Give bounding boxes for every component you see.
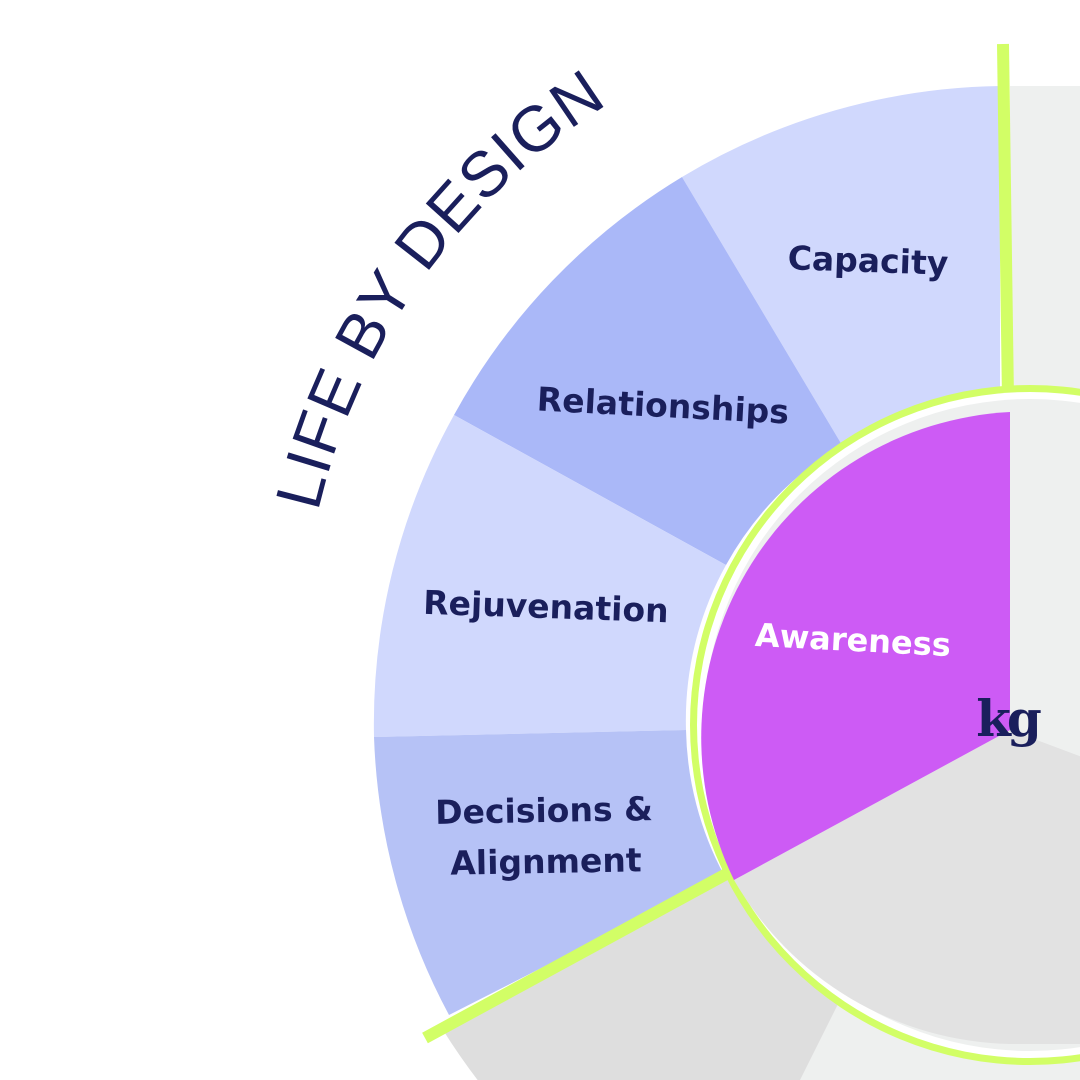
divider-line-bottom-left (422, 866, 733, 1044)
label-capacity: Capacity (787, 238, 949, 283)
segment-capacity (682, 86, 1000, 445)
segment-rejuvenation (373, 415, 726, 737)
center-awareness-sector (701, 412, 1010, 880)
inner-gray-sector (734, 730, 1080, 1044)
label-decisions-line-2: Alignment (450, 840, 642, 882)
label-rejuvenation: Rejuvenation (423, 583, 670, 631)
segment-decisions-alignment (374, 730, 724, 1015)
segment-relationships (454, 177, 842, 565)
divider-lines (422, 43, 1014, 1044)
kg-logo-text: kg (976, 689, 1041, 748)
inner-circle (690, 385, 1080, 1065)
outer-segments (373, 86, 1000, 1015)
divider-line-top (997, 43, 1014, 401)
kg-logo: kg (976, 689, 1045, 748)
label-decisions-line-1: Decisions & (435, 789, 653, 832)
